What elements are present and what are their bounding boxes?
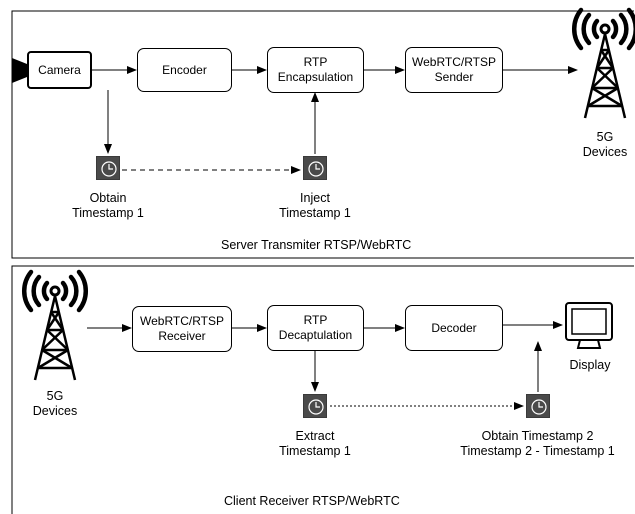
clock-icon <box>96 156 120 180</box>
obtain-timestamp-2-label: Obtain Timestamp 2 Timestamp 2 - Timesta… <box>460 429 615 458</box>
client-caption: Client Receiver RTSP/WebRTC <box>224 494 400 508</box>
antenna-icon <box>21 269 89 381</box>
clock-icon <box>526 394 550 418</box>
extract-timestamp-label: Extract Timestamp 1 <box>279 429 351 458</box>
client-panel-frame <box>11 265 634 514</box>
inject-timestamp-label: Inject Timestamp 1 <box>279 191 351 220</box>
decoder-box: Decoder <box>405 305 503 351</box>
clock-icon <box>303 156 327 180</box>
obtain-timestamp-label: Obtain Timestamp 1 <box>72 191 144 220</box>
rtp-decaptulation-box: RTP Decaptulation <box>267 305 364 351</box>
devices-label: 5G Devices <box>32 389 78 418</box>
receiver-box: WebRTC/RTSP Receiver <box>132 306 232 352</box>
encoder-box: Encoder <box>137 48 232 92</box>
camera-box: Camera <box>27 51 92 89</box>
clock-icon <box>303 394 327 418</box>
monitor-icon <box>565 302 613 349</box>
sender-box: WebRTC/RTSP Sender <box>405 47 503 93</box>
camera-lens-icon <box>12 58 27 83</box>
server-panel-frame <box>11 10 634 259</box>
devices-label: 5G Devices <box>582 130 628 159</box>
display-label: Display <box>569 358 611 372</box>
server-caption: Server Transmiter RTSP/WebRTC <box>221 238 412 252</box>
antenna-icon <box>571 7 635 119</box>
rtp-encapsulation-box: RTP Encapsulation <box>267 47 364 93</box>
